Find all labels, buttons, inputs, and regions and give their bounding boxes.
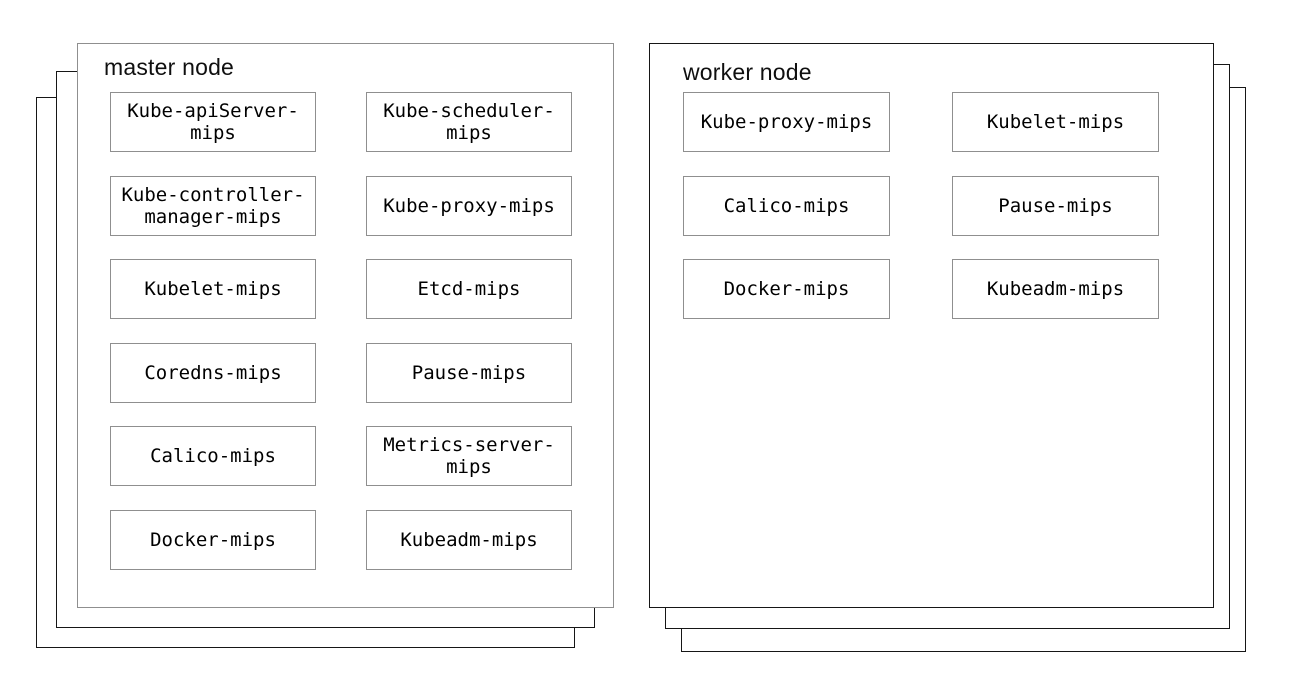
box-kube-scheduler-mips: Kube-scheduler-mips	[366, 92, 572, 152]
box-calico-mips-worker: Calico-mips	[683, 175, 890, 236]
box-kube-proxy-mips-worker: Kube-proxy-mips	[683, 92, 890, 152]
box-kube-apiserver-mips: Kube-apiServer-mips	[110, 92, 316, 152]
box-kubeadm-mips-master: Kubeadm-mips	[366, 509, 572, 570]
master-node-panel: master node Kube-apiServer-mips Kube-sch…	[77, 43, 614, 608]
box-pause-mips-worker: Pause-mips	[952, 175, 1159, 236]
box-kubeadm-mips-worker: Kubeadm-mips	[952, 259, 1159, 319]
worker-node-grid: Kube-proxy-mips Kubelet-mips Calico-mips…	[683, 92, 1159, 319]
box-kubelet-mips-worker: Kubelet-mips	[952, 92, 1159, 152]
box-metrics-server-mips: Metrics-server-mips	[366, 426, 572, 486]
box-kubelet-mips-master: Kubelet-mips	[110, 259, 316, 319]
worker-node-panel: worker node Kube-proxy-mips Kubelet-mips…	[649, 43, 1214, 608]
worker-node-title: worker node	[683, 59, 812, 85]
box-docker-mips-worker: Docker-mips	[683, 259, 890, 319]
box-coredns-mips: Coredns-mips	[110, 342, 316, 403]
box-etcd-mips: Etcd-mips	[366, 259, 572, 319]
box-kube-controller-manager-mips: Kube-controller-manager-mips	[110, 175, 316, 236]
box-pause-mips-master: Pause-mips	[366, 342, 572, 403]
box-calico-mips-master: Calico-mips	[110, 426, 316, 486]
box-kube-proxy-mips-master: Kube-proxy-mips	[366, 175, 572, 236]
master-node-grid: Kube-apiServer-mips Kube-scheduler-mips …	[110, 92, 572, 570]
box-docker-mips-master: Docker-mips	[110, 509, 316, 570]
master-node-title: master node	[104, 54, 235, 80]
